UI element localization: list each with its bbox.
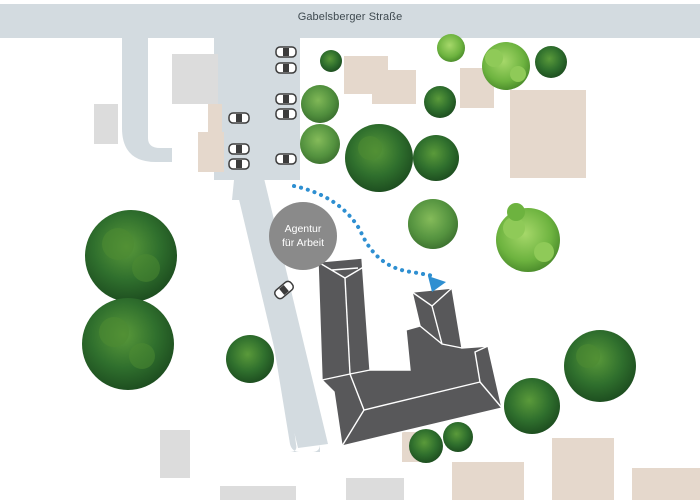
car-icon bbox=[274, 280, 294, 300]
building bbox=[552, 438, 614, 500]
tree-icon bbox=[300, 124, 340, 164]
building bbox=[510, 90, 586, 178]
street-name-label: Gabelsberger Straße bbox=[297, 11, 403, 23]
car-icon bbox=[275, 108, 297, 120]
neighbour-buildings bbox=[94, 54, 700, 500]
tree-icon bbox=[408, 199, 458, 249]
main-road bbox=[0, 4, 700, 38]
route-path bbox=[292, 184, 436, 278]
tree-icon bbox=[345, 124, 413, 192]
trees bbox=[82, 34, 636, 463]
building bbox=[160, 430, 190, 478]
building bbox=[94, 104, 118, 144]
side-road bbox=[232, 170, 328, 448]
tree-icon bbox=[504, 378, 560, 434]
poi-label[interactable]: Agentur für Arbeit bbox=[270, 222, 336, 250]
car-icon bbox=[275, 62, 297, 74]
building bbox=[172, 54, 218, 104]
left-access-road bbox=[122, 36, 172, 162]
car-icon bbox=[228, 158, 250, 170]
tree-icon bbox=[320, 50, 342, 72]
tree-icon bbox=[535, 46, 567, 78]
tree-icon bbox=[443, 422, 473, 452]
route bbox=[292, 184, 446, 292]
building bbox=[452, 462, 524, 500]
building bbox=[198, 132, 224, 172]
building bbox=[208, 104, 222, 132]
building bbox=[220, 486, 296, 500]
tree-icon bbox=[564, 330, 636, 402]
building bbox=[346, 478, 404, 500]
main-building bbox=[317, 257, 503, 447]
tree-icon bbox=[496, 203, 560, 272]
building bbox=[372, 70, 416, 104]
building bbox=[632, 468, 700, 500]
car-icon bbox=[275, 46, 297, 58]
tree-icon bbox=[424, 86, 456, 118]
car-icon bbox=[228, 143, 250, 155]
poi-label-line1: Agentur bbox=[284, 223, 322, 235]
tree-icon bbox=[85, 210, 177, 302]
tree-icon bbox=[82, 298, 174, 390]
car-icon bbox=[275, 153, 297, 165]
roads bbox=[0, 4, 700, 452]
car-icon bbox=[275, 93, 297, 105]
tree-icon bbox=[413, 135, 459, 181]
car-icon bbox=[228, 112, 250, 124]
tree-icon bbox=[482, 42, 530, 90]
route-arrow-icon bbox=[428, 276, 446, 292]
poi-marker[interactable] bbox=[269, 202, 337, 270]
poi-label-line2: für Arbeit bbox=[281, 237, 325, 249]
parked-cars bbox=[228, 46, 297, 300]
tree-icon bbox=[437, 34, 465, 62]
tree-icon bbox=[226, 335, 274, 383]
tree-icon bbox=[409, 429, 443, 463]
tree-icon bbox=[301, 85, 339, 123]
